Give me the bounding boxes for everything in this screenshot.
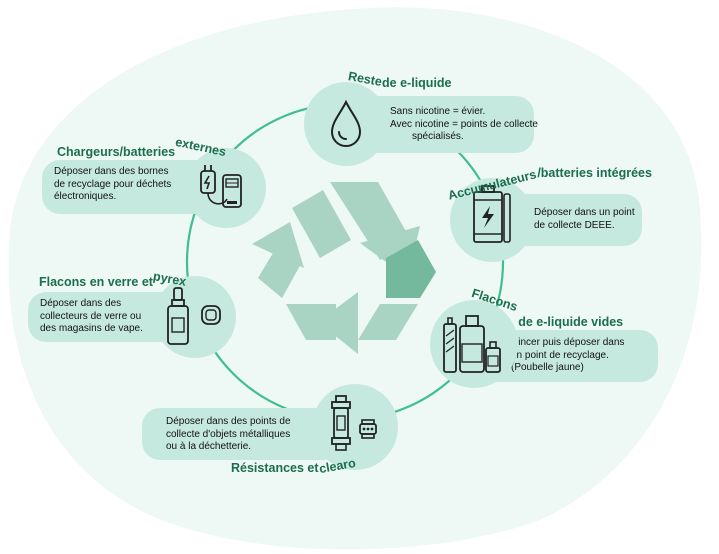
recycle-segment-right-dark — [386, 240, 436, 298]
glass-bottles-line-2: collecteurs de verre ou — [40, 310, 142, 322]
chargers-icon-circle — [186, 148, 266, 228]
glass-bottle-icon — [167, 287, 221, 345]
empty-bottles-line-1: Rincer puis déposer dans — [511, 337, 625, 348]
glass-bottles-line-1: Déposer dans des — [40, 298, 122, 309]
charger-icon — [200, 165, 242, 208]
e-liquid-residue-icon-circle — [304, 82, 388, 166]
chargers-line-2: de recyclage pour déchets — [54, 178, 172, 190]
coils-line-3: ou à la déchetterie. — [166, 441, 252, 452]
recycle-arrowhead-left — [252, 222, 304, 268]
e-liquid-residue-text: Sans nicotine = évier. Avec nicotine = p… — [390, 106, 538, 144]
chargers-title-part-1: Chargeurs/batteries — [57, 145, 176, 159]
chargers-line-1: Déposer dans des bornes — [54, 166, 169, 177]
eliquid-bottles-icon — [443, 315, 501, 373]
coils-title: Résistances et clearo — [231, 456, 356, 476]
integrated-batteries-text: Déposer dans un point de collecte DEEE. — [534, 207, 635, 232]
glass-bottles-title: Flacons en verre et pyrex — [39, 269, 187, 289]
e-liquid-residue-line-1: Sans nicotine = évier. — [390, 106, 486, 117]
battery-icon — [473, 185, 511, 243]
empty-bottles-title: Flacons de e-liquide vides — [470, 286, 623, 329]
integrated-batteries-title: Accumulateurs/batteries intégrées — [447, 166, 652, 203]
e-liquid-residue-line-3: spécialisés. — [412, 131, 464, 142]
integrated-batteries-line-2: de collecte DEEE. — [534, 219, 615, 231]
glass-bottles-line-3: des magasins de vape. — [40, 323, 143, 334]
chargers-text: Déposer dans des bornes de recyclage pou… — [54, 166, 171, 204]
recycle-segment-top-left — [292, 190, 351, 258]
coils-line-1: Déposer dans des points de — [166, 416, 291, 427]
empty-bottles-line-2: un point de recyclage. — [511, 349, 609, 361]
coils-title-part-1: Résistances et — [231, 461, 319, 475]
recycle-arrowhead-right — [318, 292, 358, 354]
glass-bottles-title-part-1: Flacons en verre et — [39, 275, 153, 289]
glass-bottles-text: Déposer dans des collecteurs de verre ou… — [40, 298, 143, 336]
empty-bottles-title-part-2: de e-liquide vides — [518, 315, 624, 329]
coils-line-2: collecte d'objets métalliques — [166, 428, 291, 440]
integrated-batteries-line-1: Déposer dans un point — [534, 207, 635, 218]
e-liquid-residue-title: Reste de e-liquide — [347, 69, 451, 90]
empty-bottles-text: Rincer puis déposer dans un point de rec… — [511, 337, 624, 375]
recycle-symbol — [252, 182, 436, 354]
coil-clearomizer-icon — [331, 395, 377, 451]
e-liquid-residue-title-part-2: de e-liquide — [382, 76, 452, 90]
chargers-line-3: électroniques. — [54, 191, 117, 202]
drop-icon — [330, 99, 362, 147]
empty-bottles-line-3: (Poubelle jaune) — [511, 362, 584, 373]
coils-text: Déposer dans des points de collecte d'ob… — [166, 416, 291, 454]
chargers-title: Chargeurs/batteries externes — [57, 135, 227, 159]
integrated-batteries-title-part-2: /batteries intégrées — [537, 166, 652, 180]
coils-card: Déposer dans des points de collecte d'ob… — [142, 408, 342, 460]
recycle-segment-left-bottom — [286, 304, 336, 340]
e-liquid-residue-line-2: Avec nicotine = points de collecte — [390, 118, 538, 130]
coils-icon-circle — [312, 384, 398, 470]
recycle-segment-right-bottom — [358, 304, 418, 340]
